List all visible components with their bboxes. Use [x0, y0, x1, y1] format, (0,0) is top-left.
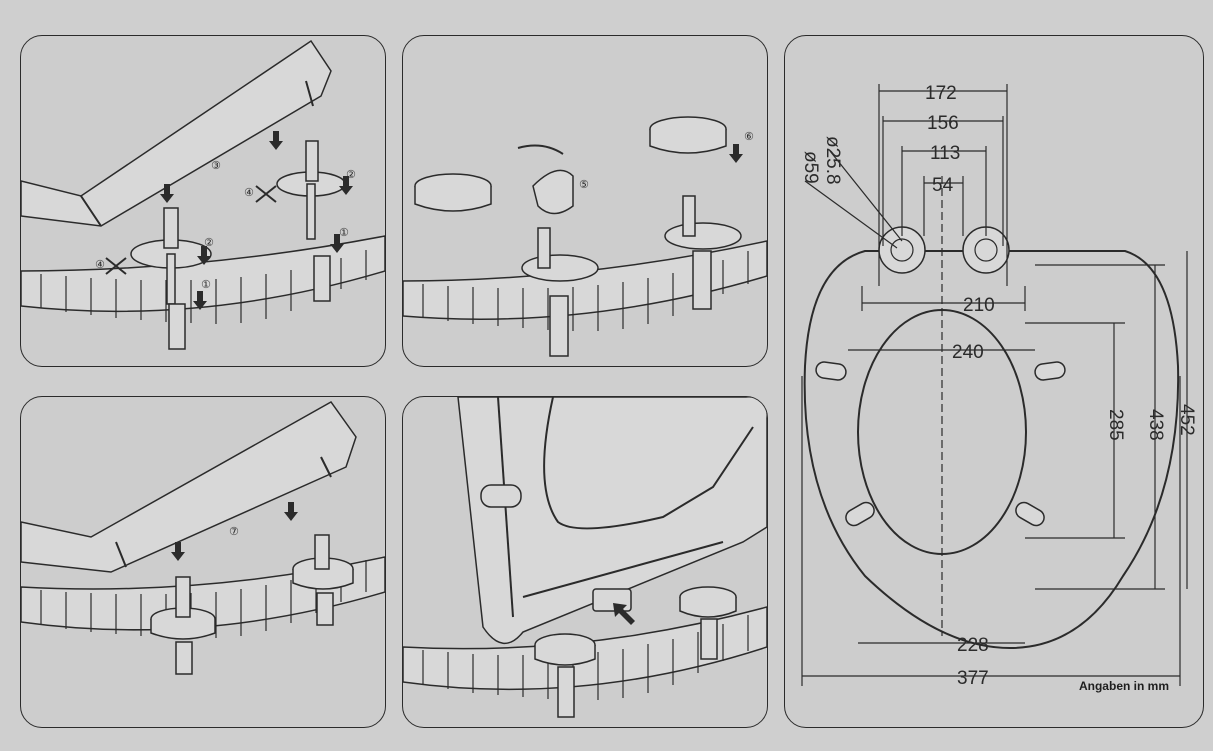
- dimension-drawing: 172 156 113 54 210 240 228 377 ø59 ø25.8…: [800, 83, 1197, 689]
- dim-228: 228: [957, 635, 989, 656]
- dim-377: 377: [957, 668, 989, 689]
- panel-seat-underside: [402, 396, 768, 728]
- step-5-label: ⑤: [579, 178, 589, 191]
- illustration-step-1-4: ④ ④ ② ② ① ① ③: [21, 39, 385, 350]
- dim-285: 285: [1105, 409, 1126, 441]
- step-4-label-2: ④: [244, 186, 254, 199]
- panel-step-5-6: ⑤ ⑥: [402, 35, 768, 367]
- step-2-label: ②: [204, 236, 214, 249]
- dim-240: 240: [952, 342, 984, 363]
- dim-54: 54: [932, 175, 954, 196]
- illustration-step-5-6: ⑤ ⑥: [403, 116, 767, 357]
- step-7-label: ⑦: [229, 525, 239, 538]
- step-6-label: ⑥: [744, 130, 754, 143]
- step-1-label: ①: [201, 278, 211, 291]
- panel-step-1-4: ④ ④ ② ② ① ① ③: [20, 35, 386, 367]
- dim-438: 438: [1145, 409, 1166, 441]
- dim-452: 452: [1176, 404, 1197, 436]
- panel-dimension-drawing: 172 156 113 54 210 240 228 377 ø59 ø25.8…: [784, 35, 1204, 728]
- illustration-step-7: ⑦: [21, 401, 385, 675]
- panel-step-7: ⑦: [20, 396, 386, 728]
- dim-d59: ø59: [800, 151, 821, 184]
- illustration-seat-underside: [403, 397, 767, 718]
- dim-113: 113: [930, 143, 960, 164]
- step-4-label: ④: [95, 258, 105, 271]
- step-2-label-2: ②: [346, 168, 356, 181]
- step-3-label: ③: [211, 159, 221, 172]
- units-note: Angaben in mm: [1078, 679, 1169, 693]
- step-1-label-2: ①: [339, 226, 349, 239]
- dim-156: 156: [927, 113, 959, 134]
- dim-172: 172: [925, 83, 957, 104]
- dim-d25-8: ø25.8: [822, 136, 843, 185]
- dim-210: 210: [963, 295, 995, 316]
